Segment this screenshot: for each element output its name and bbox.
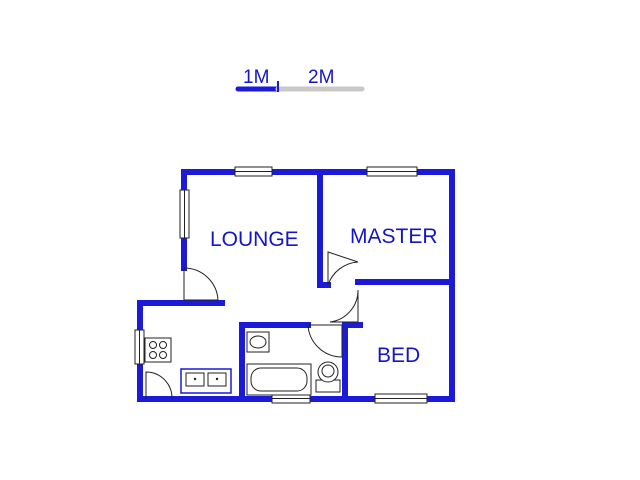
kitchen-sink-icon [180,368,232,394]
room-label-lounge: LOUNGE [210,228,299,251]
toilet-icon [315,361,341,393]
scale-bar: 1M 2M [235,67,365,92]
door-bed [329,289,359,323]
scale-label-1m: 1M [243,67,269,88]
basin-icon [246,331,270,353]
door-entrance [145,371,173,400]
windows [134,166,428,404]
door-lounge [183,267,219,301]
fixtures [144,331,341,396]
room-label-bed: BED [377,344,420,367]
scale-label-2m: 2M [308,67,334,88]
room-labels: LOUNGE MASTER BED [210,225,438,367]
stove-icon [144,337,172,363]
door-bathroom [307,324,343,358]
bathtub-icon [246,363,312,396]
room-label-master: MASTER [350,225,438,248]
door-master [327,251,359,286]
doors [145,251,359,400]
